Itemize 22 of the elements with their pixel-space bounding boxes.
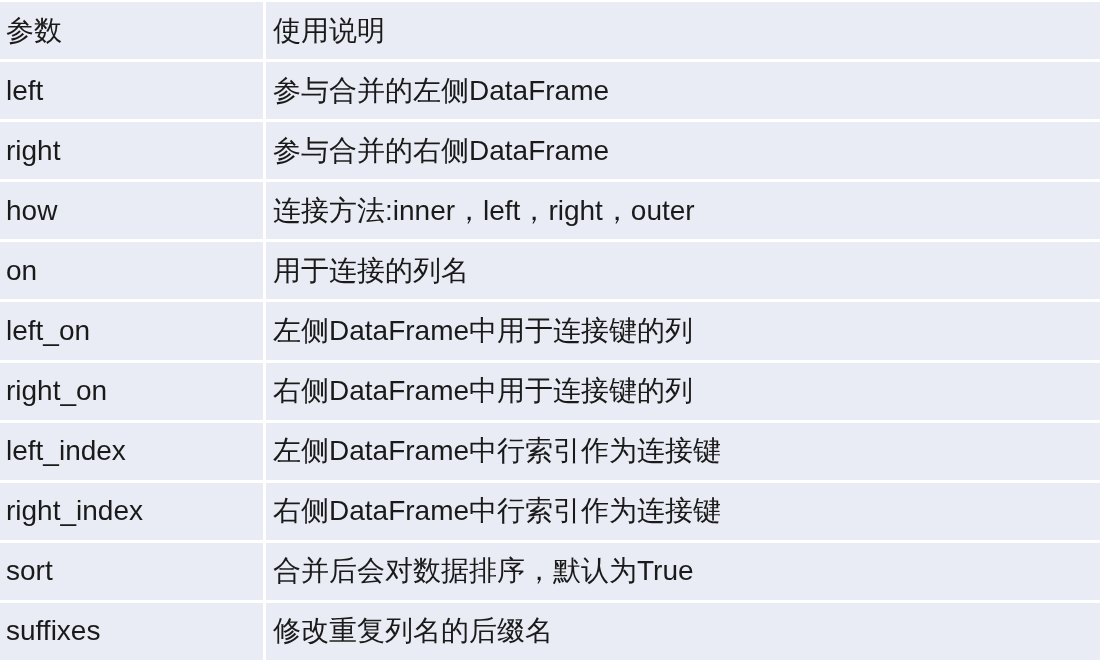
table-cell: how xyxy=(0,182,263,240)
table-cell: right_on xyxy=(0,362,263,420)
table-cell: left_index xyxy=(0,422,263,480)
table-cell: 连接方法:inner，left，right，outer xyxy=(266,182,1100,240)
table-cell: 修改重复列名的后缀名 xyxy=(266,602,1100,660)
table-cell: 参与合并的左侧DataFrame xyxy=(266,62,1100,120)
table-cell: right xyxy=(0,122,263,180)
table-cell: 左侧DataFrame中用于连接键的列 xyxy=(266,302,1100,360)
table-cell: 合并后会对数据排序，默认为True xyxy=(266,542,1100,600)
table-cell: on xyxy=(0,242,263,300)
table-cell: 左侧DataFrame中行索引作为连接键 xyxy=(266,422,1100,480)
table-cell: sort xyxy=(0,542,263,600)
table-cell: right_index xyxy=(0,482,263,540)
table-cell: left_on xyxy=(0,302,263,360)
header-cell: 使用说明 xyxy=(266,2,1100,60)
table-cell: left xyxy=(0,62,263,120)
table-cell: 右侧DataFrame中用于连接键的列 xyxy=(266,362,1100,420)
table-cell: 参与合并的右侧DataFrame xyxy=(266,122,1100,180)
table-cell: 右侧DataFrame中行索引作为连接键 xyxy=(266,482,1100,540)
header-cell: 参数 xyxy=(0,2,263,60)
table-cell: suffixes xyxy=(0,602,263,660)
table-cell: 用于连接的列名 xyxy=(266,242,1100,300)
